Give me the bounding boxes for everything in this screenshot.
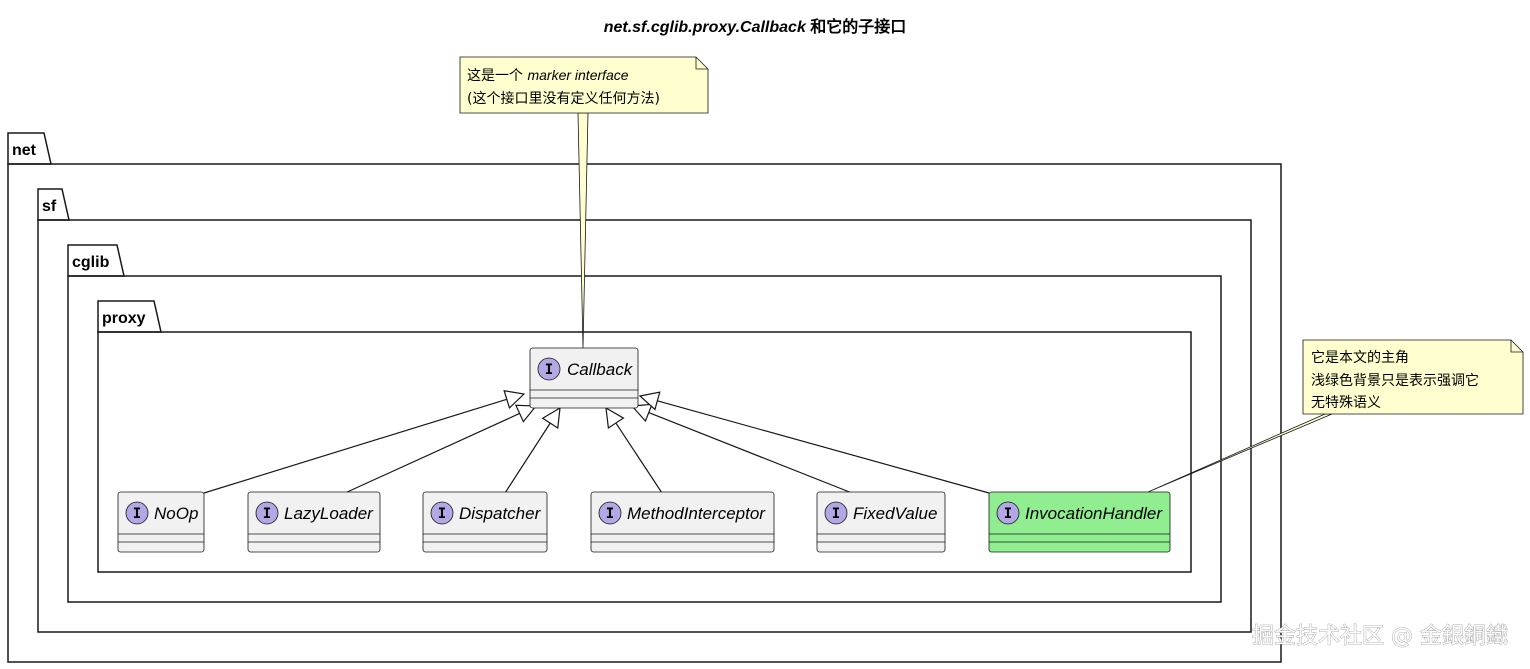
interface-name-callback: Callback: [567, 360, 634, 379]
inheritance-arrowhead: [514, 404, 538, 423]
interface-badge-letter: I: [263, 506, 271, 522]
diagram-title-main: net.sf.cglib.proxy.Callback: [604, 19, 807, 36]
package-label-sf: sf: [42, 198, 57, 215]
package-net: net: [7, 132, 1282, 663]
interface-method-interceptor: I MethodInterceptor: [590, 491, 775, 553]
interface-dispatcher: I Dispatcher: [422, 491, 548, 553]
interface-name-dispatcher: Dispatcher: [459, 504, 542, 523]
interface-badge-icon: [598, 501, 622, 525]
inheritance-arrowhead: [638, 391, 661, 411]
note-invocation-line2: 浅绿色背景只是表示强调它: [1311, 372, 1479, 389]
note-invocation-line3: 无特殊语义: [1311, 395, 1381, 411]
interface-name-lazy-loader: LazyLoader: [284, 504, 374, 523]
interface-no-op: I NoOp: [117, 491, 205, 553]
diagram-title-rest: 和它的子接口: [806, 17, 906, 36]
interface-name-invocation-handler: InvocationHandler: [1025, 504, 1163, 523]
interface-badge-icon: [537, 357, 561, 381]
interface-invocation-handler: I InvocationHandler: [988, 491, 1171, 553]
package-label-cglib: cglib: [72, 254, 110, 271]
interface-badge-letter: I: [545, 362, 553, 378]
interface-name-fixed-value: FixedValue: [853, 504, 937, 523]
child-interfaces: I NoOp I LazyLoader I Dispatcher I MethodInterc…: [117, 491, 1171, 553]
note-marker-line2: (这个接口里没有定义任何方法): [467, 90, 660, 107]
package-proxy: proxy: [97, 300, 1192, 573]
interface-name-no-op: NoOp: [154, 504, 198, 523]
note-marker-line1-prefix: 这是一个: [467, 67, 527, 84]
interface-badge-letter: I: [832, 506, 840, 522]
inheritance-edges: [203, 389, 990, 494]
note-connectors: [577, 112, 1333, 493]
interface-badge-letter: I: [1004, 506, 1012, 522]
interface-badge-letter: I: [133, 506, 141, 522]
interface-fixed-value: I FixedValue: [816, 491, 946, 553]
interface-lazy-loader: I LazyLoader: [247, 491, 381, 553]
note-invocation-line1: 它是本文的主角: [1311, 349, 1409, 366]
inheritance-line: [648, 412, 853, 494]
package-label-net: net: [12, 142, 37, 159]
interface-badge-icon: [824, 501, 848, 525]
inheritance-arrowhead: [541, 406, 561, 430]
note-marker-line1-italic: marker interface: [527, 67, 628, 83]
note-marker-interface: 这是一个 marker interface (这个接口里没有定义任何方法): [459, 56, 709, 114]
interface-badge-icon: [996, 501, 1020, 525]
package-cglib: cglib: [67, 244, 1222, 603]
interface-badge-letter: I: [438, 506, 446, 522]
inheritance-line: [203, 398, 507, 494]
interface-callback: I Callback: [529, 347, 639, 409]
inheritance-arrowhead: [503, 389, 526, 410]
interface-badge-letter: I: [606, 506, 614, 522]
inheritance-arrowhead: [605, 406, 625, 430]
interface-badge-icon: [430, 501, 454, 525]
interface-name-method-interceptor: MethodInterceptor: [627, 504, 766, 523]
inheritance-line: [504, 422, 551, 494]
inheritance-line: [344, 412, 520, 494]
diagram-title: net.sf.cglib.proxy.Callback 和它的子接口: [604, 17, 907, 36]
note-invocation-handler: 它是本文的主角 浅绿色背景只是表示强调它 无特殊语义: [1302, 339, 1524, 415]
inheritance-line: [657, 400, 990, 494]
inheritance-line: [615, 422, 663, 494]
note-marker-line1: 这是一个 marker interface: [467, 67, 629, 84]
interface-badge-icon: [125, 501, 149, 525]
package-sf: sf: [37, 188, 1252, 633]
inheritance-arrowhead: [630, 403, 653, 423]
watermark-text: 掘金技术社区 @ 金銀銅鐵: [1252, 624, 1508, 649]
interface-badge-icon: [255, 501, 279, 525]
package-label-proxy: proxy: [102, 310, 146, 327]
